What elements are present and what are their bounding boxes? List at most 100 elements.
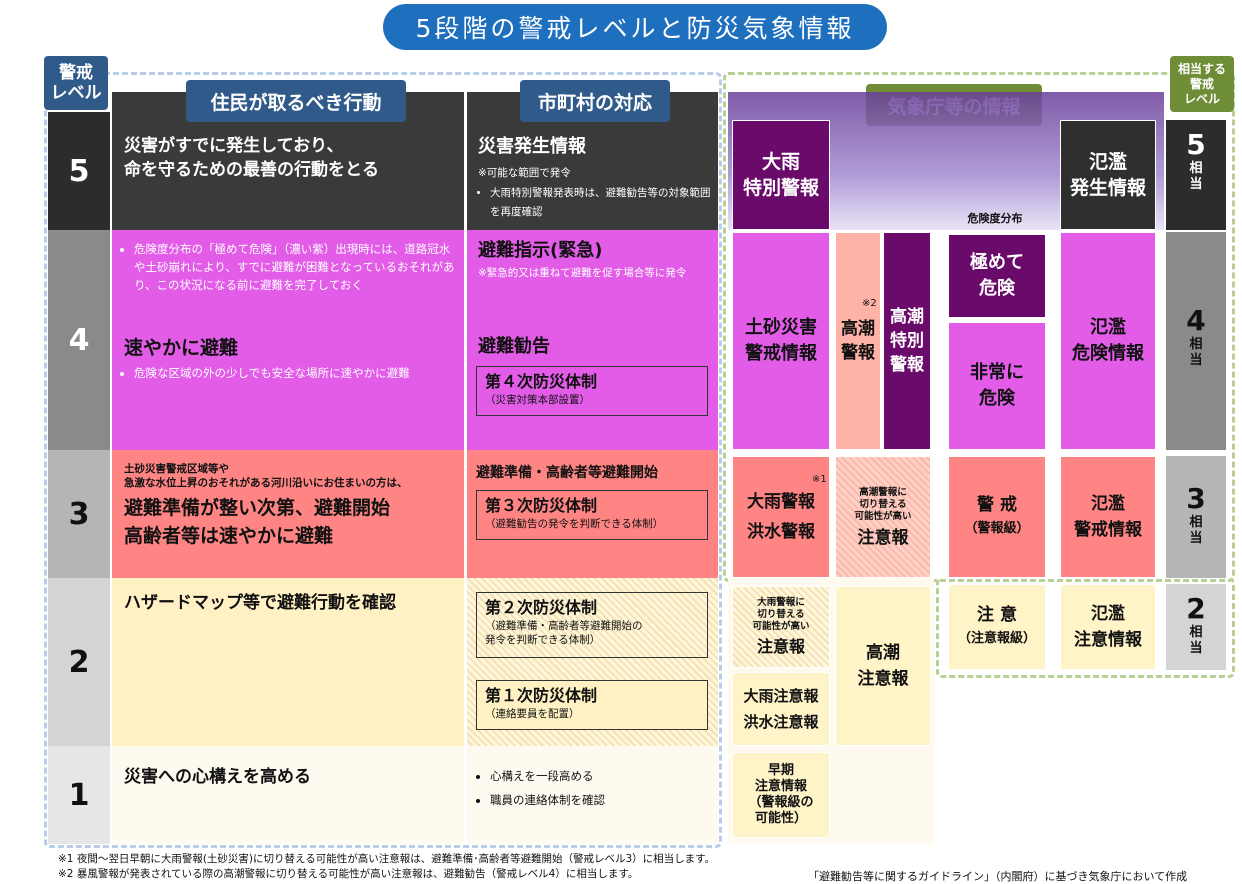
right-level-5-num: 5 xyxy=(1186,128,1206,161)
muni-l5-note: ※可能な範囲で発令 xyxy=(478,167,571,179)
rain-flood-advisories: 大雨注意報 洪水注意報 xyxy=(732,672,830,746)
muni-l4-box-sub: （災害対策本部設置） xyxy=(485,394,590,406)
heavy-rain-special-warning: 大雨 特別警報 xyxy=(732,120,830,230)
caution-level-cell: 注 意 （注意報級） xyxy=(948,584,1046,670)
note-2-mark: ※2 xyxy=(862,298,877,309)
right-level-4: 4 相 当 xyxy=(1166,232,1226,450)
surge-switch-small: 高潮警報に 切り替える 可能性が高い xyxy=(854,486,912,522)
footnote-2: ※2 暴風警報が発表されている際の高潮警報に切り替える可能性が高い注意報は、避難… xyxy=(58,868,639,880)
muni-l2b-box: 第１次防災体制 （連絡要員を配置） xyxy=(476,680,708,730)
equivalent-level-header: 相当する 警戒 レベル xyxy=(1170,56,1234,112)
residents-l4-note: 危険度分布の「極めて危険」（濃い紫）出現時には、道路冠水や土砂崩れにより、すでに… xyxy=(118,240,458,294)
muni-l3-box: 第３次防災体制 （避難勧告の発令を判断できる体制） xyxy=(476,490,708,540)
muni-l4-box: 第４次防災体制 （災害対策本部設置） xyxy=(476,366,708,416)
flood-occurred-info: 氾濫 発生情報 xyxy=(1060,120,1156,230)
risk-map-label: 危険度分布 xyxy=(967,212,1023,225)
note-1-mark: ※1 xyxy=(812,474,827,485)
storm-surge-special-warning: 高潮 特別 警報 xyxy=(883,232,931,450)
muni-l2-box-sub: （避難準備・高齢者等避難開始の 発令を判断できる体制） xyxy=(485,620,643,646)
muni-l1-bullets: 心構えを一段高める 職員の連絡体制を確認 xyxy=(474,764,714,812)
surge-switch-main: 注意報 xyxy=(857,527,909,548)
muni-l4-note: ※緊急的又は重ねて避難を促す場合等に発令 xyxy=(478,267,687,279)
residents-l4-note-item: 危険度分布の「極めて危険」（濃い紫）出現時には、道路冠水や土砂崩れにより、すでに… xyxy=(134,240,458,294)
residents-header: 住民が取るべき行動 xyxy=(186,80,406,122)
right-level-3-label: 相 当 xyxy=(1189,515,1203,546)
early-warning-info: 早期 注意情報 （警報級の 可能性） xyxy=(732,752,830,838)
rain-switch-small: 大雨警報に 切り替える 可能性が高い xyxy=(752,597,810,632)
muni-l3-box-title: 第３次防災体制 xyxy=(485,496,598,515)
municipality-l1-bg xyxy=(467,746,718,844)
level-4-cell: 4 xyxy=(48,230,110,450)
warning-level-cell: 警 戒 （警報級） xyxy=(948,456,1046,578)
muni-l3-box-sub: （避難勧告の発令を判断できる体制） xyxy=(485,518,664,530)
storm-surge-advisory: 高潮 注意報 xyxy=(835,586,931,746)
source-note: 「避難勧告等に関するガイドライン」（内閣府）に基づき気象庁において作成 xyxy=(808,870,1188,883)
right-level-3-num: 3 xyxy=(1186,482,1206,515)
rain-switch-main: 注意報 xyxy=(756,637,805,656)
jma-frame-upper xyxy=(723,72,1235,582)
muni-l3-title: 避難準備・高齢者等避難開始 xyxy=(476,465,658,481)
jma-frame-lower xyxy=(936,578,1235,678)
rain-flood-warnings: 大雨警報 洪水警報 xyxy=(732,456,830,578)
very-dangerous: 非常に 危険 xyxy=(948,322,1046,450)
muni-l4-title2: 避難勧告 xyxy=(478,336,550,357)
residents-l1-bg xyxy=(112,746,464,844)
level-5-cell: 5 xyxy=(48,112,110,230)
heavy-rain-advisory: 大雨注意報 xyxy=(743,687,819,705)
footnote-1: ※1 夜間～翌日早朝に大雨警報(土砂災害)に切り替える可能性が高い注意報は、避難… xyxy=(58,853,716,865)
flood-caution-info: 氾濫 注意情報 xyxy=(1060,584,1156,670)
muni-l5-bullet: 大雨特別警報発表時は、避難勧告等の対象範囲を再度確認 xyxy=(474,184,714,222)
muni-l2-box-title: 第２次防災体制 xyxy=(485,598,598,617)
residents-l1-text: 災害への心構えを高める xyxy=(124,767,311,787)
level-2-cell: 2 xyxy=(48,578,110,746)
extremely-dangerous: 極めて 危険 xyxy=(948,234,1046,318)
right-level-2: 2 相 当 xyxy=(1166,584,1226,670)
muni-l5-bullet-item: 大雨特別警報発表時は、避難勧告等の対象範囲を再度確認 xyxy=(490,184,714,222)
muni-l1-bullet-1: 心構えを一段高める xyxy=(490,764,714,788)
muni-l4-box-title: 第４次防災体制 xyxy=(485,372,598,391)
caution-main: 注 意 xyxy=(977,605,1017,625)
municipality-l3-bg xyxy=(467,450,718,578)
residents-l2-text: ハザードマップ等で避難行動を確認 xyxy=(124,593,396,613)
flood-danger-info: 氾濫 危険情報 xyxy=(1060,232,1156,450)
flood-advisory: 洪水注意報 xyxy=(743,713,819,731)
residents-l2-bg xyxy=(112,578,464,746)
residents-l4-sub: 危険な区域の外の少しでも安全な場所に速やかに避難 xyxy=(118,364,458,382)
muni-l4-title: 避難指示(緊急) xyxy=(478,240,603,261)
municipality-l4-bg xyxy=(467,230,718,450)
municipality-header: 市町村の対応 xyxy=(520,80,670,122)
right-level-2-num: 2 xyxy=(1186,592,1206,625)
sediment-disaster-alert: 土砂災害 警戒情報 xyxy=(732,232,830,450)
residents-l4-sub-item: 危険な区域の外の少しでも安全な場所に速やかに避難 xyxy=(134,364,458,382)
right-level-5: 5 相 当 xyxy=(1166,120,1226,230)
warning-level-sub: （警報級） xyxy=(964,521,1030,536)
storm-surge-warning: 高潮 警報 xyxy=(835,232,881,450)
right-level-4-num: 4 xyxy=(1186,304,1206,337)
right-level-3: 3 相 当 xyxy=(1166,456,1226,578)
residents-l3-main: 避難準備が整い次第、避難開始 高齢者等は速やかに避難 xyxy=(124,497,391,547)
right-level-2-label: 相 当 xyxy=(1189,625,1203,656)
resident-municipality-frame xyxy=(44,72,722,848)
caution-sub: （注意報級） xyxy=(957,631,1036,646)
page-title: 5段階の警戒レベルと防災気象情報 xyxy=(383,4,887,50)
muni-l5-title: 災害発生情報 xyxy=(478,136,586,157)
level-3-cell: 3 xyxy=(48,450,110,578)
residents-l3-pre: 土砂災害警戒区域等や 急激な水位上昇のおそれがある河川沿いにお住まいの方は、 xyxy=(124,463,408,489)
muni-l2b-box-title: 第１次防災体制 xyxy=(485,686,598,705)
heavy-rain-warning: 大雨警報 xyxy=(747,492,815,512)
surge-switch-advisory: 高潮警報に 切り替える 可能性が高い 注意報 xyxy=(835,456,931,578)
level-1-cell: 1 xyxy=(48,746,110,844)
muni-l1-bullet-2: 職員の連絡体制を確認 xyxy=(490,788,714,812)
warning-level-main: 警 戒 xyxy=(977,495,1017,515)
residents-l3-bg xyxy=(112,450,464,578)
muni-l2-box: 第２次防災体制 （避難準備・高齢者等避難開始の 発令を判断できる体制） xyxy=(476,592,708,658)
right-level-5-label: 相 当 xyxy=(1189,161,1203,192)
right-level-4-label: 相 当 xyxy=(1189,337,1203,368)
residents-l5-text: 災害がすでに発生しており、 命を守るための最善の行動をとる xyxy=(124,136,379,180)
flood-alert-info: 氾濫 警戒情報 xyxy=(1060,456,1156,578)
rain-switch-advisory: 大雨警報に 切り替える 可能性が高い 注意報 xyxy=(732,586,830,668)
residents-l4-main: 速やかに避難 xyxy=(124,337,239,359)
residents-l4-bg xyxy=(112,230,464,450)
flood-warning: 洪水警報 xyxy=(747,522,815,542)
muni-l2b-box-sub: （連絡要員を配置） xyxy=(485,708,580,720)
